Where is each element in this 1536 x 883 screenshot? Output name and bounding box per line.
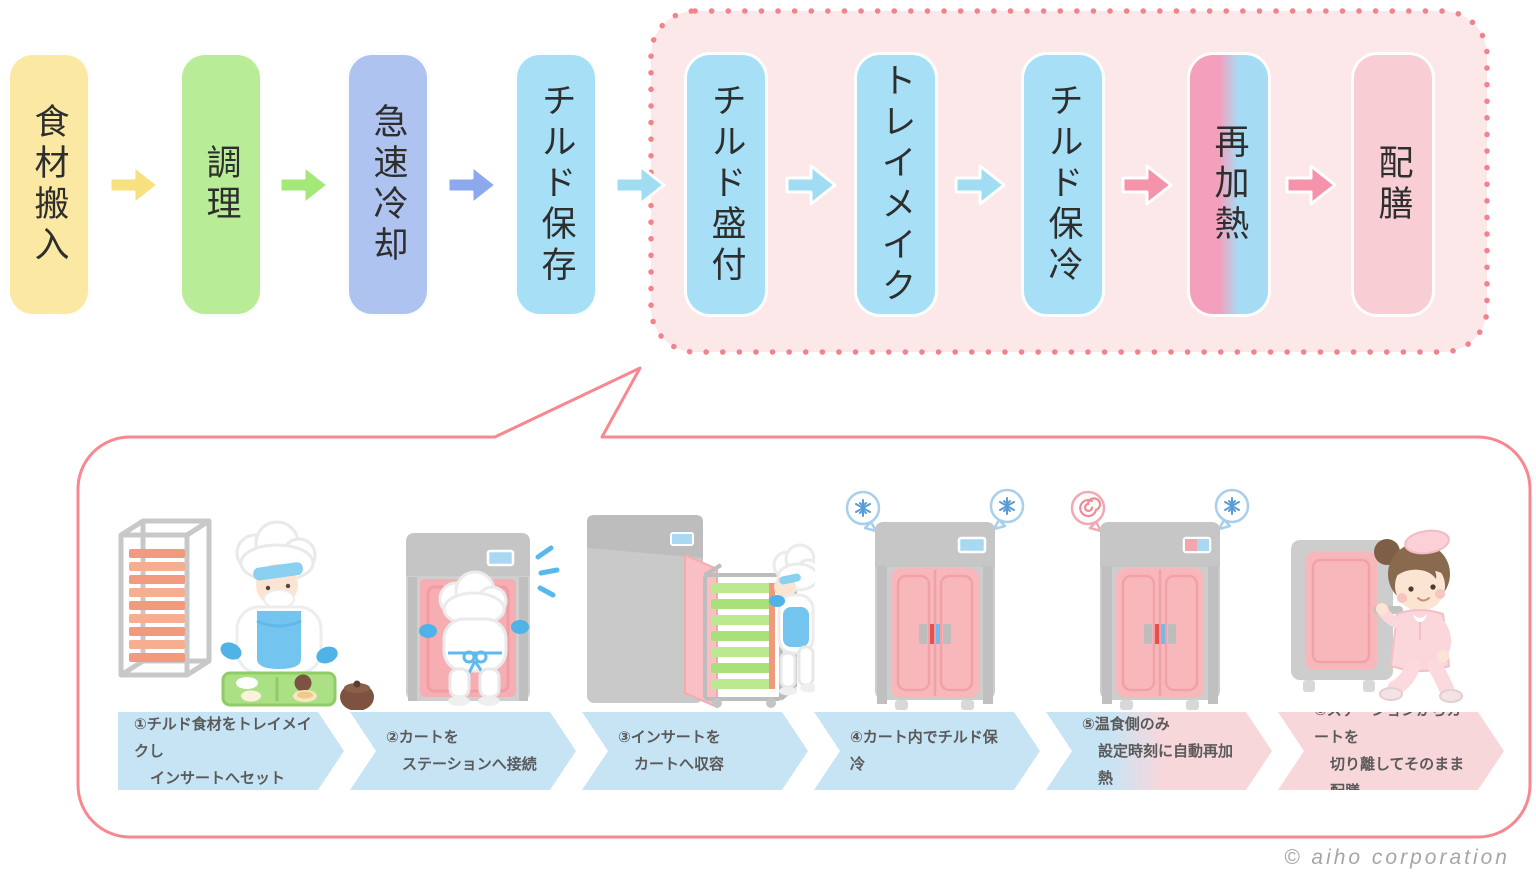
cart-station: [875, 522, 995, 710]
flow-step-cooking-box: 調理: [179, 52, 263, 317]
flow-step-label: 調理: [201, 143, 241, 226]
flow-step-reheat-box: 再加熱: [1187, 52, 1271, 317]
flow-step-label: 再加熱: [1209, 123, 1249, 246]
heat-icon: [1079, 497, 1102, 518]
snowflake-icon: [999, 497, 1015, 515]
illustration-traymake-chef: [105, 505, 375, 711]
nurse: [1374, 529, 1463, 703]
step-text-line2: カートへ収容: [634, 756, 725, 773]
flow-arrow-icon: [614, 164, 666, 206]
cart: [1291, 540, 1403, 692]
flow-step-traymake-box: トレイメイク: [854, 52, 938, 317]
process-step-banner-2: ②カートを ステーションへ接続: [350, 712, 576, 790]
display: [670, 532, 694, 546]
green-trays: [711, 583, 775, 689]
flow-step-label: チルド保存: [536, 82, 576, 287]
flow-step-ingredients-box: 食材搬入: [7, 52, 91, 317]
process-step-banner-3: ③インサートを カートへ収容: [582, 712, 808, 790]
flow-step-blast-chill-box: 急速冷却: [346, 52, 430, 317]
flow-step-label: チルド保冷: [1043, 82, 1083, 287]
illustration-reheat-cart: [1060, 478, 1260, 710]
display: [1182, 536, 1212, 554]
display: [486, 549, 515, 567]
snowflake-icon: [1224, 497, 1240, 515]
process-step-banner-6: ⑥ステーションからカートを 切り離してそのまま配膳: [1278, 712, 1504, 790]
process-step-banner-1: ①チルド食材をトレイメイクし インサートへセット: [118, 712, 344, 790]
step-text-line2: ステーションへ接続: [402, 756, 537, 773]
insert-rack: [118, 518, 212, 678]
chef: [769, 543, 821, 696]
step-text-line1: ③インサートを: [618, 729, 721, 746]
illustration-cart-docking: [390, 505, 560, 710]
flow-arrow-icon: [278, 164, 330, 206]
copyright-text: © aiho corporation: [1284, 846, 1510, 869]
chef: [220, 520, 338, 675]
flow-step-chilled-storage-box: チルド保存: [514, 52, 598, 317]
chef-back: [419, 570, 529, 706]
flow-arrow-icon: [785, 164, 837, 206]
step-text-line1: ④カート内でチルド保冷: [850, 729, 998, 773]
flow-step-chilled-plating-box: チルド盛付: [684, 52, 768, 317]
chilled-trays: [129, 549, 185, 662]
pot: [340, 680, 374, 711]
flow-step-serving-box: 配膳: [1351, 52, 1435, 317]
flow-step-label: 食材搬入: [29, 102, 69, 267]
step-text-line1: ②カートを: [386, 729, 459, 746]
flow-step-chilled-holding-box: チルド保冷: [1021, 52, 1105, 317]
illustration-chilled-cart: [835, 478, 1035, 710]
station: [587, 515, 718, 709]
flow-step-label: 配膳: [1373, 143, 1413, 226]
cart-station: [1100, 522, 1220, 710]
process-step-banner-4: ④カート内でチルド保冷: [814, 712, 1040, 790]
snowflake-bubble-right: [1214, 488, 1250, 531]
step-text-line2: インサートへセット: [150, 769, 286, 787]
flow-arrow-icon: [108, 164, 160, 206]
illustration-insert-loading: [585, 495, 821, 710]
flow-arrow-icon: [954, 164, 1006, 206]
flow-step-label: 急速冷却: [368, 102, 408, 267]
nurse-cap: [1404, 529, 1450, 555]
heat-bubble-left: [1070, 490, 1106, 533]
snowflake-icon: [855, 499, 871, 517]
flow-step-label: トレイメイク: [876, 61, 916, 308]
step-text-line1: ①チルド食材をトレイメイクし: [134, 715, 312, 760]
step-text-line2: 設定時刻に自動再加熱: [1098, 742, 1234, 787]
flow-arrow-icon: [446, 164, 498, 206]
flow-arrow-icon: [1285, 164, 1337, 206]
motion-lines-icon: [535, 545, 560, 598]
illustration-nurse-serving: [1285, 490, 1470, 710]
snowflake-bubble-left: [845, 490, 881, 533]
flow-step-label: チルド盛付: [706, 82, 746, 287]
snowflake-bubble-right: [989, 488, 1025, 531]
display: [957, 536, 987, 554]
step-text-line1: ⑤温食側のみ: [1082, 715, 1170, 733]
flow-arrow-icon: [1121, 164, 1173, 206]
meal-tray: [221, 671, 337, 707]
process-step-banner-5: ⑤温食側のみ 設定時刻に自動再加熱: [1046, 712, 1272, 790]
